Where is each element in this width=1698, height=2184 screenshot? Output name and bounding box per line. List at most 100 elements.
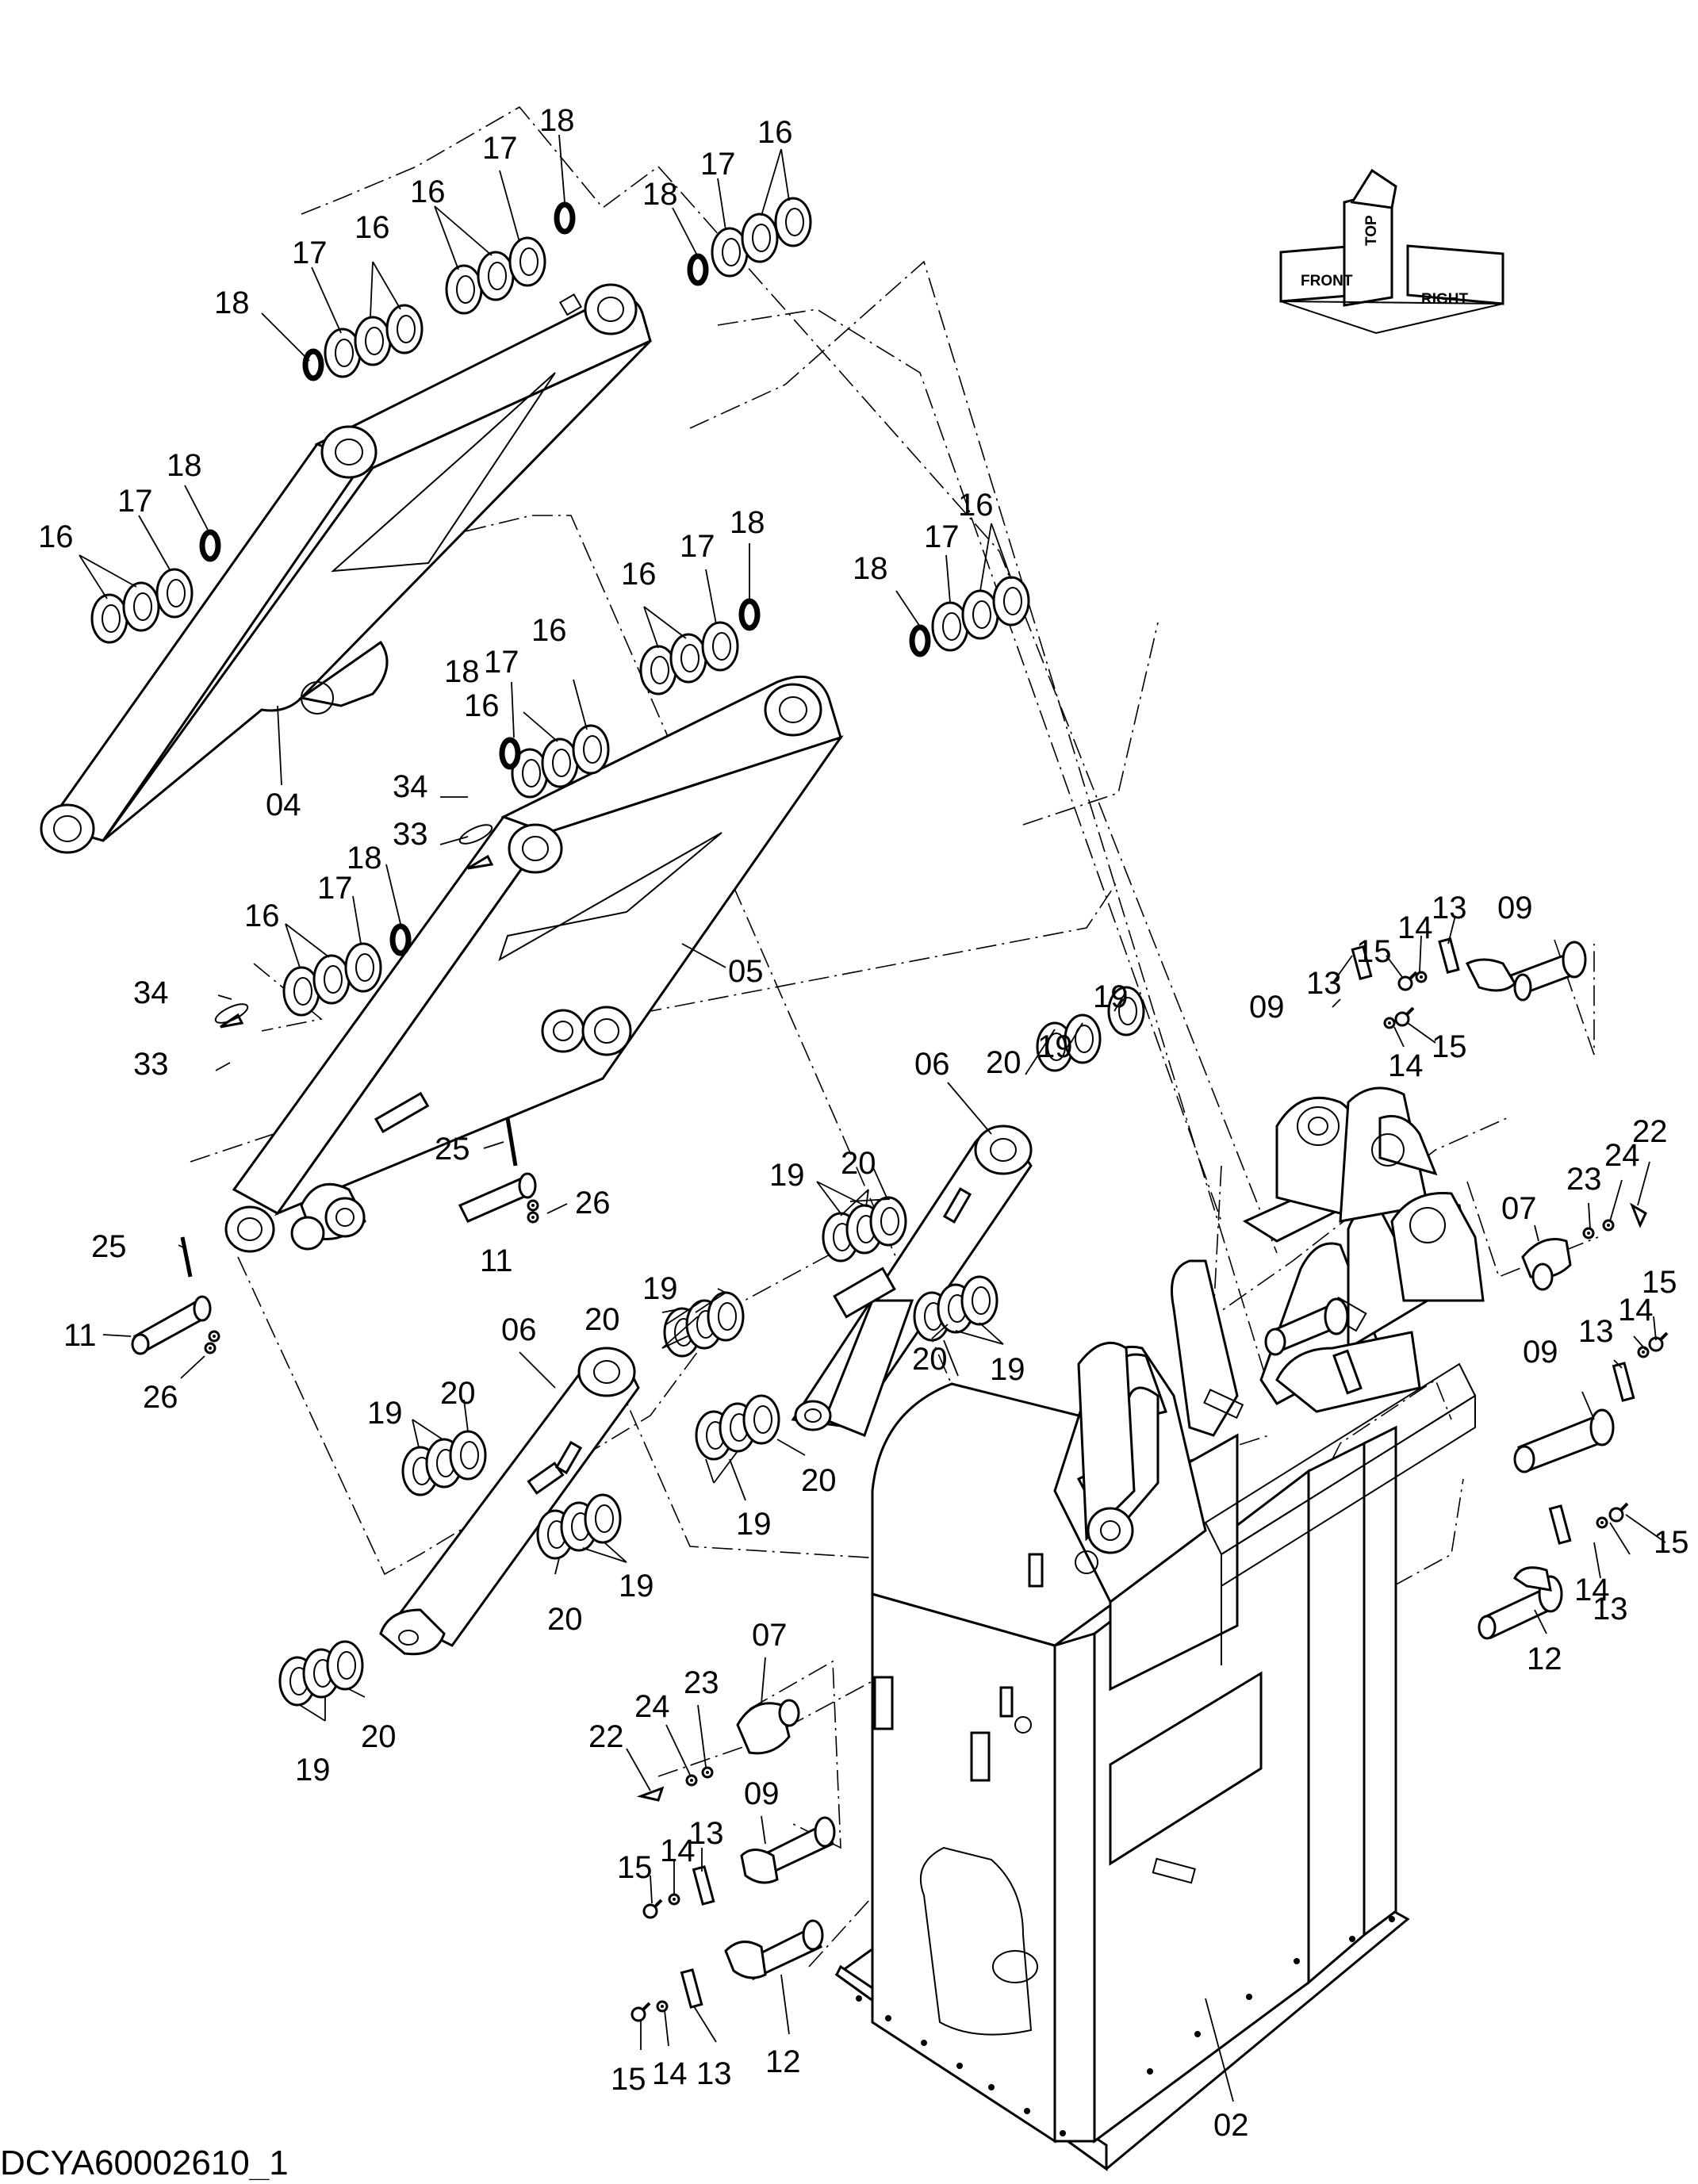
- callout-label: 17: [317, 871, 353, 906]
- callout-label: 06: [914, 1047, 950, 1082]
- callout-label: 17: [292, 236, 328, 270]
- callout-label: 25: [435, 1132, 470, 1167]
- cylinder-06-right: [791, 1125, 1033, 1437]
- callout-label: 12: [1527, 1642, 1562, 1676]
- callout-label: 13: [1578, 1314, 1614, 1349]
- callout-label: 17: [117, 484, 153, 519]
- callout-label: 15: [1642, 1265, 1677, 1300]
- callout-label: 19: [295, 1753, 331, 1787]
- callout-label: 19: [990, 1352, 1025, 1387]
- callout-label: 19: [1037, 1029, 1073, 1064]
- arm-04: [40, 283, 652, 854]
- callout-label: 20: [841, 1146, 876, 1181]
- callout-label: 15: [1654, 1525, 1689, 1560]
- callout-label: 15: [611, 2062, 646, 2097]
- callout-label: 24: [1604, 1138, 1640, 1173]
- cylinder-06-left: [379, 1347, 640, 1656]
- callout-label: 20: [986, 1045, 1021, 1080]
- callout-label: 20: [912, 1342, 948, 1377]
- drawing-code: DCYA60002610_1: [0, 2144, 289, 2180]
- callout-label: 12: [765, 2044, 801, 2079]
- callout-label: 15: [1432, 1029, 1467, 1064]
- callout-label: 04: [266, 787, 301, 822]
- orientation-top-label: TOP: [1363, 215, 1380, 246]
- callout-label: 20: [585, 1302, 620, 1337]
- callout-label: 14: [1397, 910, 1433, 945]
- callout-label: 18: [444, 654, 480, 689]
- callout-label: 16: [621, 557, 657, 592]
- callout-label: 05: [728, 954, 764, 989]
- leader-lines: [79, 134, 1666, 2102]
- callout-label: 18: [642, 177, 678, 212]
- callout-label: 16: [38, 519, 74, 554]
- callout-label: 14: [660, 1833, 696, 1868]
- callout-label: 17: [924, 519, 960, 554]
- callout-label: 16: [410, 174, 446, 209]
- callout-label: 13: [688, 1816, 724, 1851]
- callout-label: 07: [752, 1618, 788, 1653]
- callout-label: 09: [1497, 891, 1533, 925]
- callout-label: 16: [464, 688, 500, 723]
- callout-label: 23: [684, 1665, 719, 1700]
- callout-label: 19: [642, 1271, 678, 1306]
- callout-label: 33: [393, 817, 428, 852]
- callout-label: 13: [696, 2056, 732, 2091]
- callout-label: 18: [730, 505, 765, 540]
- callout-label: 06: [501, 1312, 537, 1347]
- callout-label: 25: [91, 1229, 127, 1264]
- orientation-right-label: RIGHT: [1421, 291, 1469, 308]
- callout-label: 34: [393, 769, 428, 804]
- callout-label: 20: [440, 1376, 476, 1411]
- callout-label: 14: [1574, 1573, 1610, 1607]
- callout-label: 16: [757, 115, 793, 150]
- callout-label: 24: [634, 1689, 670, 1724]
- callout-label: 20: [801, 1463, 837, 1498]
- callout-label: 17: [700, 147, 736, 182]
- callout-label: 20: [547, 1602, 583, 1637]
- callout-label: 17: [482, 131, 518, 166]
- callout-label: 09: [744, 1776, 780, 1811]
- orientation-front-label: FRONT: [1301, 273, 1353, 289]
- callout-label: 14: [1388, 1048, 1424, 1083]
- callout-label: 19: [367, 1396, 403, 1431]
- callout-label: 26: [575, 1186, 611, 1220]
- callout-label: 20: [361, 1719, 397, 1754]
- callout-label: 02: [1213, 2108, 1249, 2143]
- arm-05: [224, 675, 844, 1253]
- callout-label: 34: [133, 975, 169, 1010]
- callout-label: 13: [1593, 1592, 1628, 1627]
- callout-label: 11: [63, 1318, 97, 1353]
- callout-label: 15: [1356, 934, 1392, 969]
- callout-label: 16: [531, 613, 567, 648]
- callout-label: 14: [1618, 1293, 1654, 1328]
- callout-label: 14: [652, 2056, 688, 2091]
- callout-label: 19: [769, 1158, 805, 1193]
- callout-label: 19: [736, 1507, 772, 1542]
- callout-label: 16: [958, 488, 994, 523]
- callout-labels: 18 17 16 17 16 18 16 17 18 17 16 18 16 1…: [38, 103, 1689, 2143]
- callout-label: 17: [484, 645, 519, 680]
- callout-label: 18: [347, 841, 382, 876]
- flange-holes: [856, 1916, 1395, 2136]
- callout-label: 13: [1432, 891, 1467, 925]
- callout-label: 33: [133, 1047, 169, 1082]
- callout-label: 23: [1566, 1162, 1602, 1197]
- callout-label: 22: [1632, 1114, 1668, 1149]
- callout-label: 18: [214, 285, 250, 320]
- callout-label: 19: [1093, 979, 1129, 1014]
- callout-label: 11: [480, 1243, 513, 1278]
- callout-label: 22: [588, 1719, 624, 1754]
- callout-label: 09: [1523, 1335, 1558, 1370]
- callout-label: 18: [539, 103, 575, 138]
- base-frame-02: [834, 1086, 1485, 2171]
- callout-label: 16: [355, 210, 390, 245]
- hardware: [204, 824, 1669, 2022]
- callout-label: 17: [680, 529, 715, 564]
- callout-label: 07: [1501, 1191, 1537, 1226]
- callout-label: 15: [617, 1850, 653, 1885]
- callout-label: 18: [167, 448, 202, 483]
- callout-label: 18: [853, 551, 888, 586]
- callout-label: 16: [244, 899, 280, 933]
- callout-label: 26: [143, 1380, 178, 1415]
